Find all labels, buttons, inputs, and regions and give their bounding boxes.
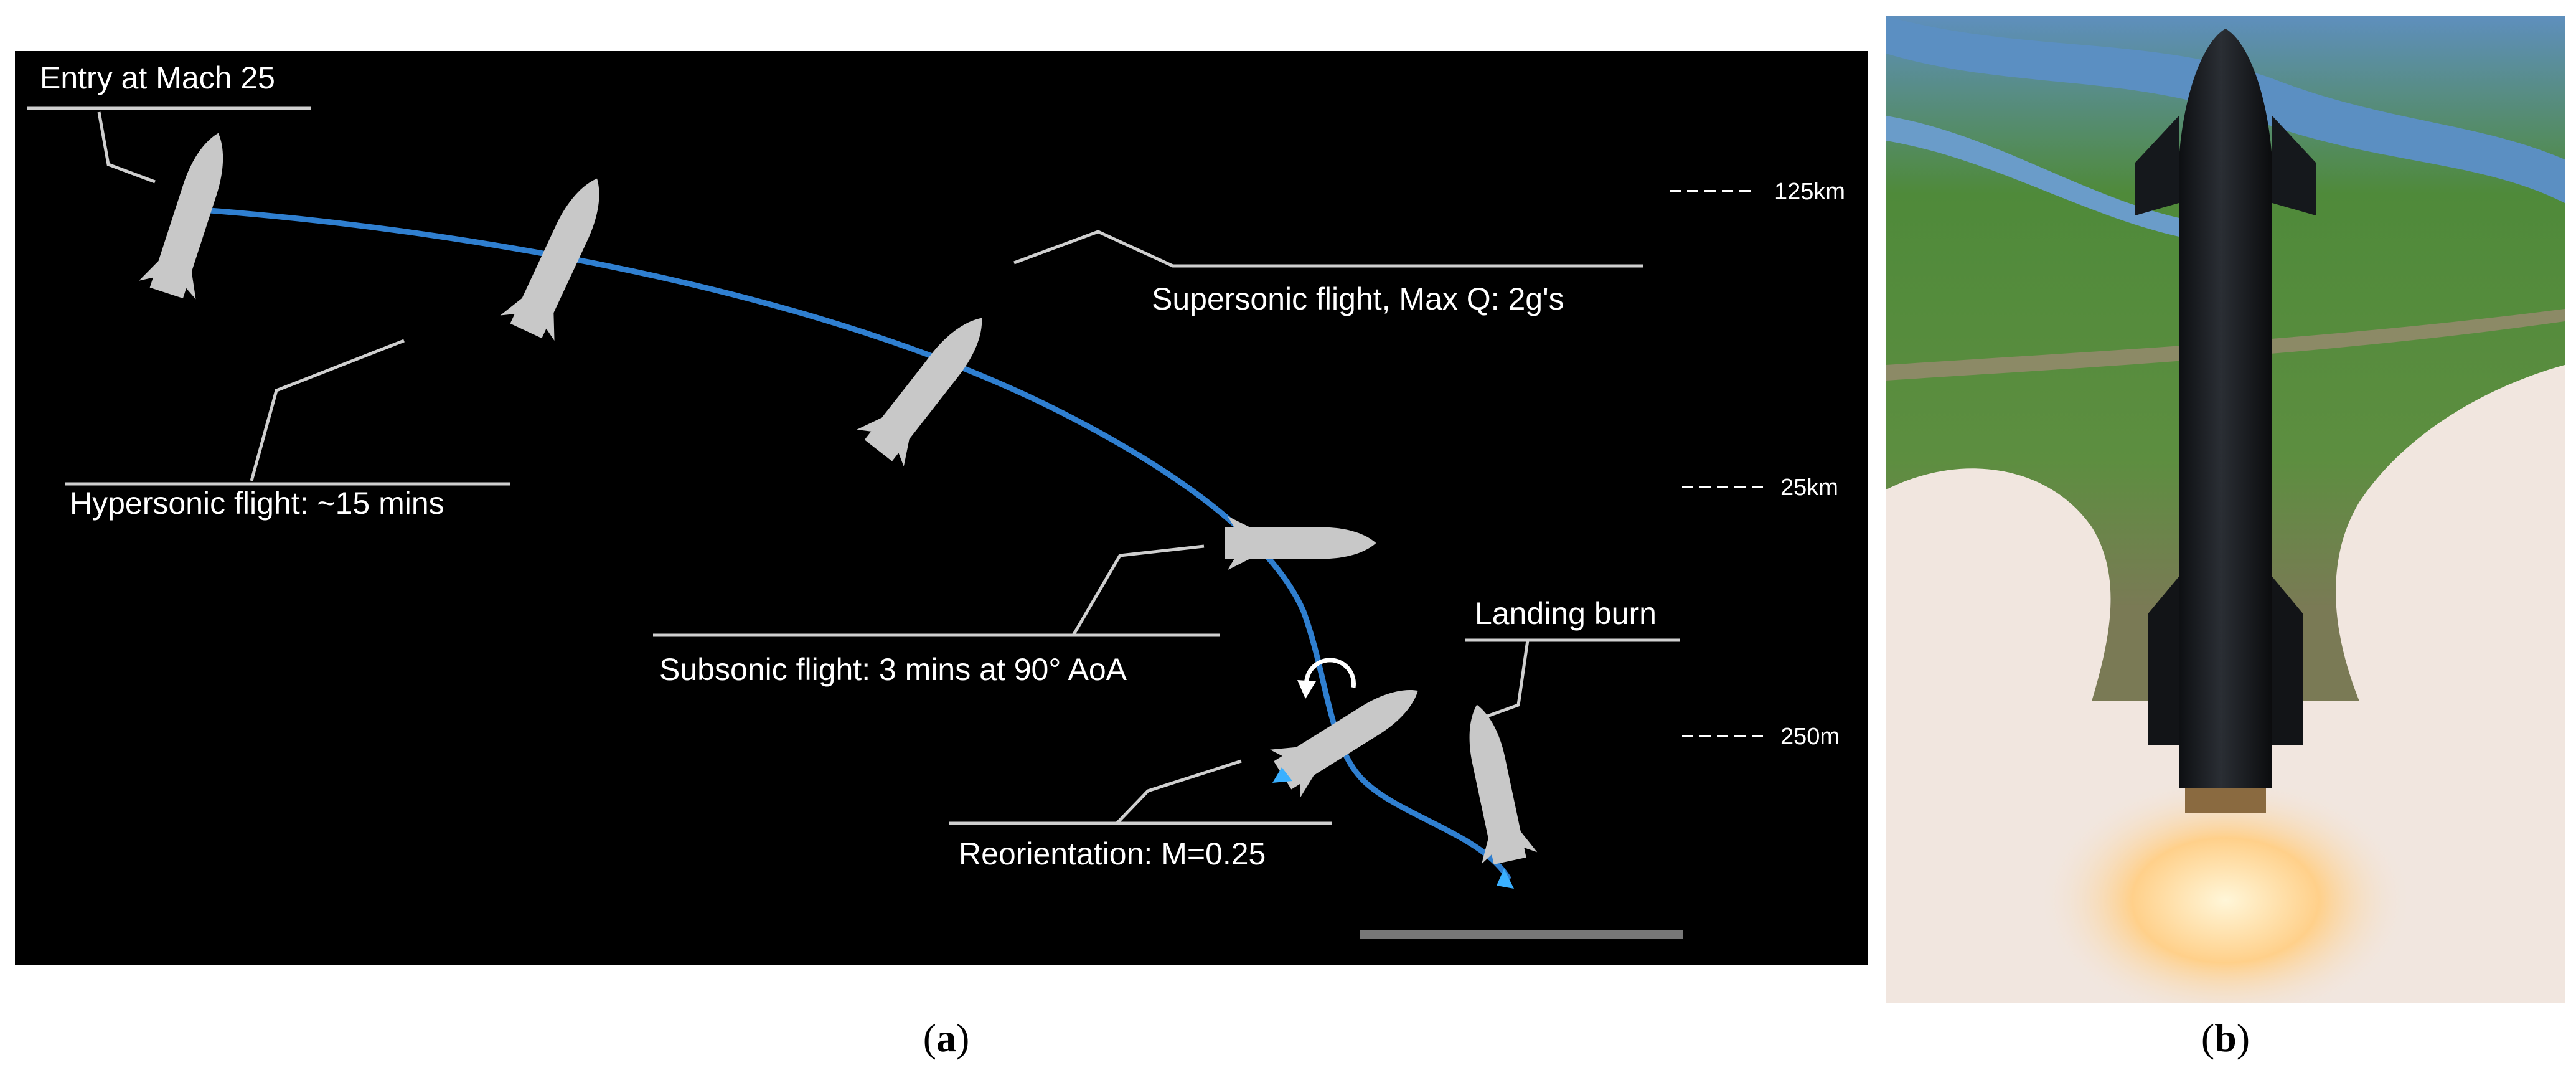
label-supersonic: Supersonic flight, Max Q: 2g's — [1152, 281, 1564, 316]
leader-lines — [27, 106, 1680, 825]
label-subsonic: Subsonic flight: 3 mins at 90° AoA — [659, 652, 1127, 687]
vehicle-reorientation — [1267, 666, 1433, 800]
flight-profile-svg: Entry at Mach 25 Hypersonic flight: ~15 … — [27, 60, 1845, 939]
exhaust-plume — [1886, 365, 2565, 1003]
altitude-250m: 250m — [1780, 724, 1840, 750]
rotation-arrowhead-icon — [1297, 680, 1316, 699]
altitude-125km: 125km — [1774, 179, 1845, 205]
flight-profile-diagram: Entry at Mach 25 Hypersonic flight: ~15 … — [15, 51, 1868, 965]
engine-flame — [2039, 776, 2412, 1003]
reorientation-flame — [1272, 767, 1292, 783]
label-entry: Entry at Mach 25 — [40, 60, 275, 95]
launch-photo — [1886, 16, 2565, 1003]
starship-vehicle — [2135, 29, 2316, 813]
altitude-25km: 25km — [1780, 475, 1838, 501]
landing-flame — [1497, 869, 1514, 889]
label-landing-burn: Landing burn — [1475, 596, 1657, 631]
water-channel-2 — [1886, 116, 2198, 240]
caption-a: (a) — [923, 1016, 970, 1060]
vehicle-subsonic — [1225, 516, 1376, 570]
caption-b: (b) — [2201, 1016, 2250, 1060]
rotation-arrow-icon — [1304, 658, 1356, 688]
launch-photo-svg — [1886, 16, 2565, 1003]
vehicle-supersonic — [855, 300, 1005, 469]
label-reorientation: Reorientation: M=0.25 — [959, 836, 1266, 871]
vehicle-hypersonic — [499, 166, 624, 344]
altitude-ticks — [1670, 190, 1764, 737]
label-hypersonic: Hypersonic flight: ~15 mins — [70, 486, 444, 521]
